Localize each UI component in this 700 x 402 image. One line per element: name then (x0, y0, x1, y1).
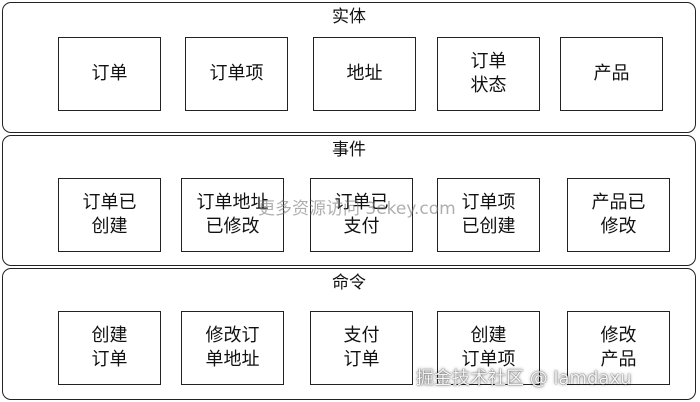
event-box-order-item-created: 订单项 已创建 (437, 178, 540, 252)
command-box-pay-order: 支付 订单 (310, 311, 413, 385)
entity-box-order-item: 订单项 (185, 37, 288, 111)
panel-title-entities: 实体 (332, 7, 366, 27)
event-box-product-modified: 产品已 修改 (567, 178, 670, 252)
entity-box-order-status: 订单 状态 (437, 37, 540, 111)
event-box-order-paid: 订单已 支付 (310, 178, 413, 252)
event-box-order-address-modified: 订单地址 已修改 (181, 178, 284, 252)
panel-commands: 命令 创建 订单 修改订 单地址 支付 订单 创建 订单项 修改 产品 (2, 268, 696, 400)
panel-entities: 实体 订单 订单项 地址 订单 状态 产品 (2, 2, 696, 133)
command-box-create-order: 创建 订单 (58, 311, 161, 385)
panel-title-events: 事件 (332, 140, 366, 160)
entity-box-order: 订单 (58, 37, 161, 111)
event-box-order-created: 订单已 创建 (58, 178, 161, 252)
command-box-modify-order-address: 修改订 单地址 (181, 311, 284, 385)
panel-events: 事件 订单已 创建 订单地址 已修改 订单已 支付 订单项 已创建 产品已 修改 (2, 135, 696, 266)
command-box-create-order-item: 创建 订单项 (437, 311, 540, 385)
command-box-modify-product: 修改 产品 (567, 311, 670, 385)
entity-box-product: 产品 (560, 37, 663, 111)
panel-title-commands: 命令 (332, 273, 366, 293)
entity-box-address: 地址 (313, 37, 416, 111)
